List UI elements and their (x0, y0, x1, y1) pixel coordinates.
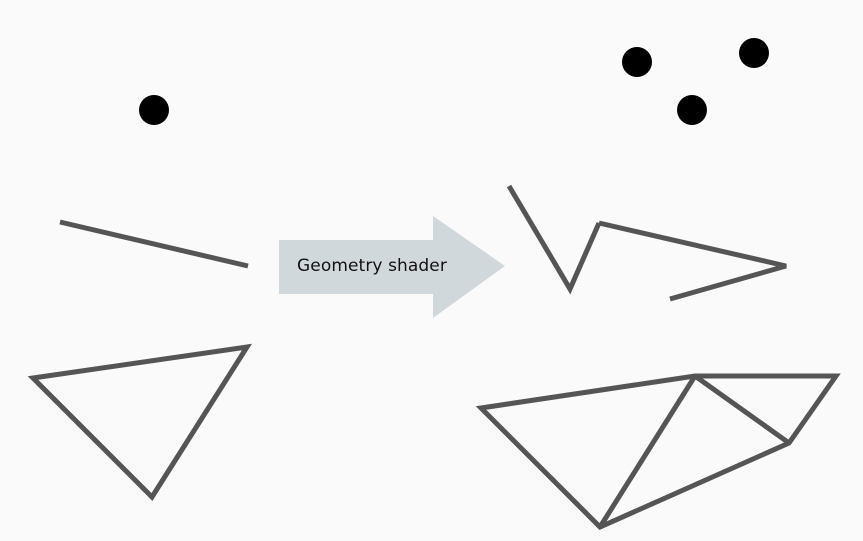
input-triangle (27, 343, 253, 501)
output-primitives (475, 38, 841, 530)
output-triangle-strip-edge-1 (597, 374, 698, 529)
output-line-strip-1 (506, 184, 602, 295)
output-point-3 (677, 95, 707, 125)
geometry-shader-arrow (279, 216, 505, 318)
input-primitives (27, 95, 253, 501)
output-line-strip-2 (598, 220, 787, 302)
input-line (59, 219, 249, 269)
geometry-shader-label: Geometry shader (297, 256, 447, 276)
input-point (139, 95, 169, 125)
output-point-1 (622, 47, 652, 77)
output-point-2 (739, 38, 769, 68)
output-triangle-strip-outline (475, 373, 841, 530)
right-arrow-icon (279, 216, 505, 318)
output-triangle-strip-edge-2 (693, 373, 791, 446)
